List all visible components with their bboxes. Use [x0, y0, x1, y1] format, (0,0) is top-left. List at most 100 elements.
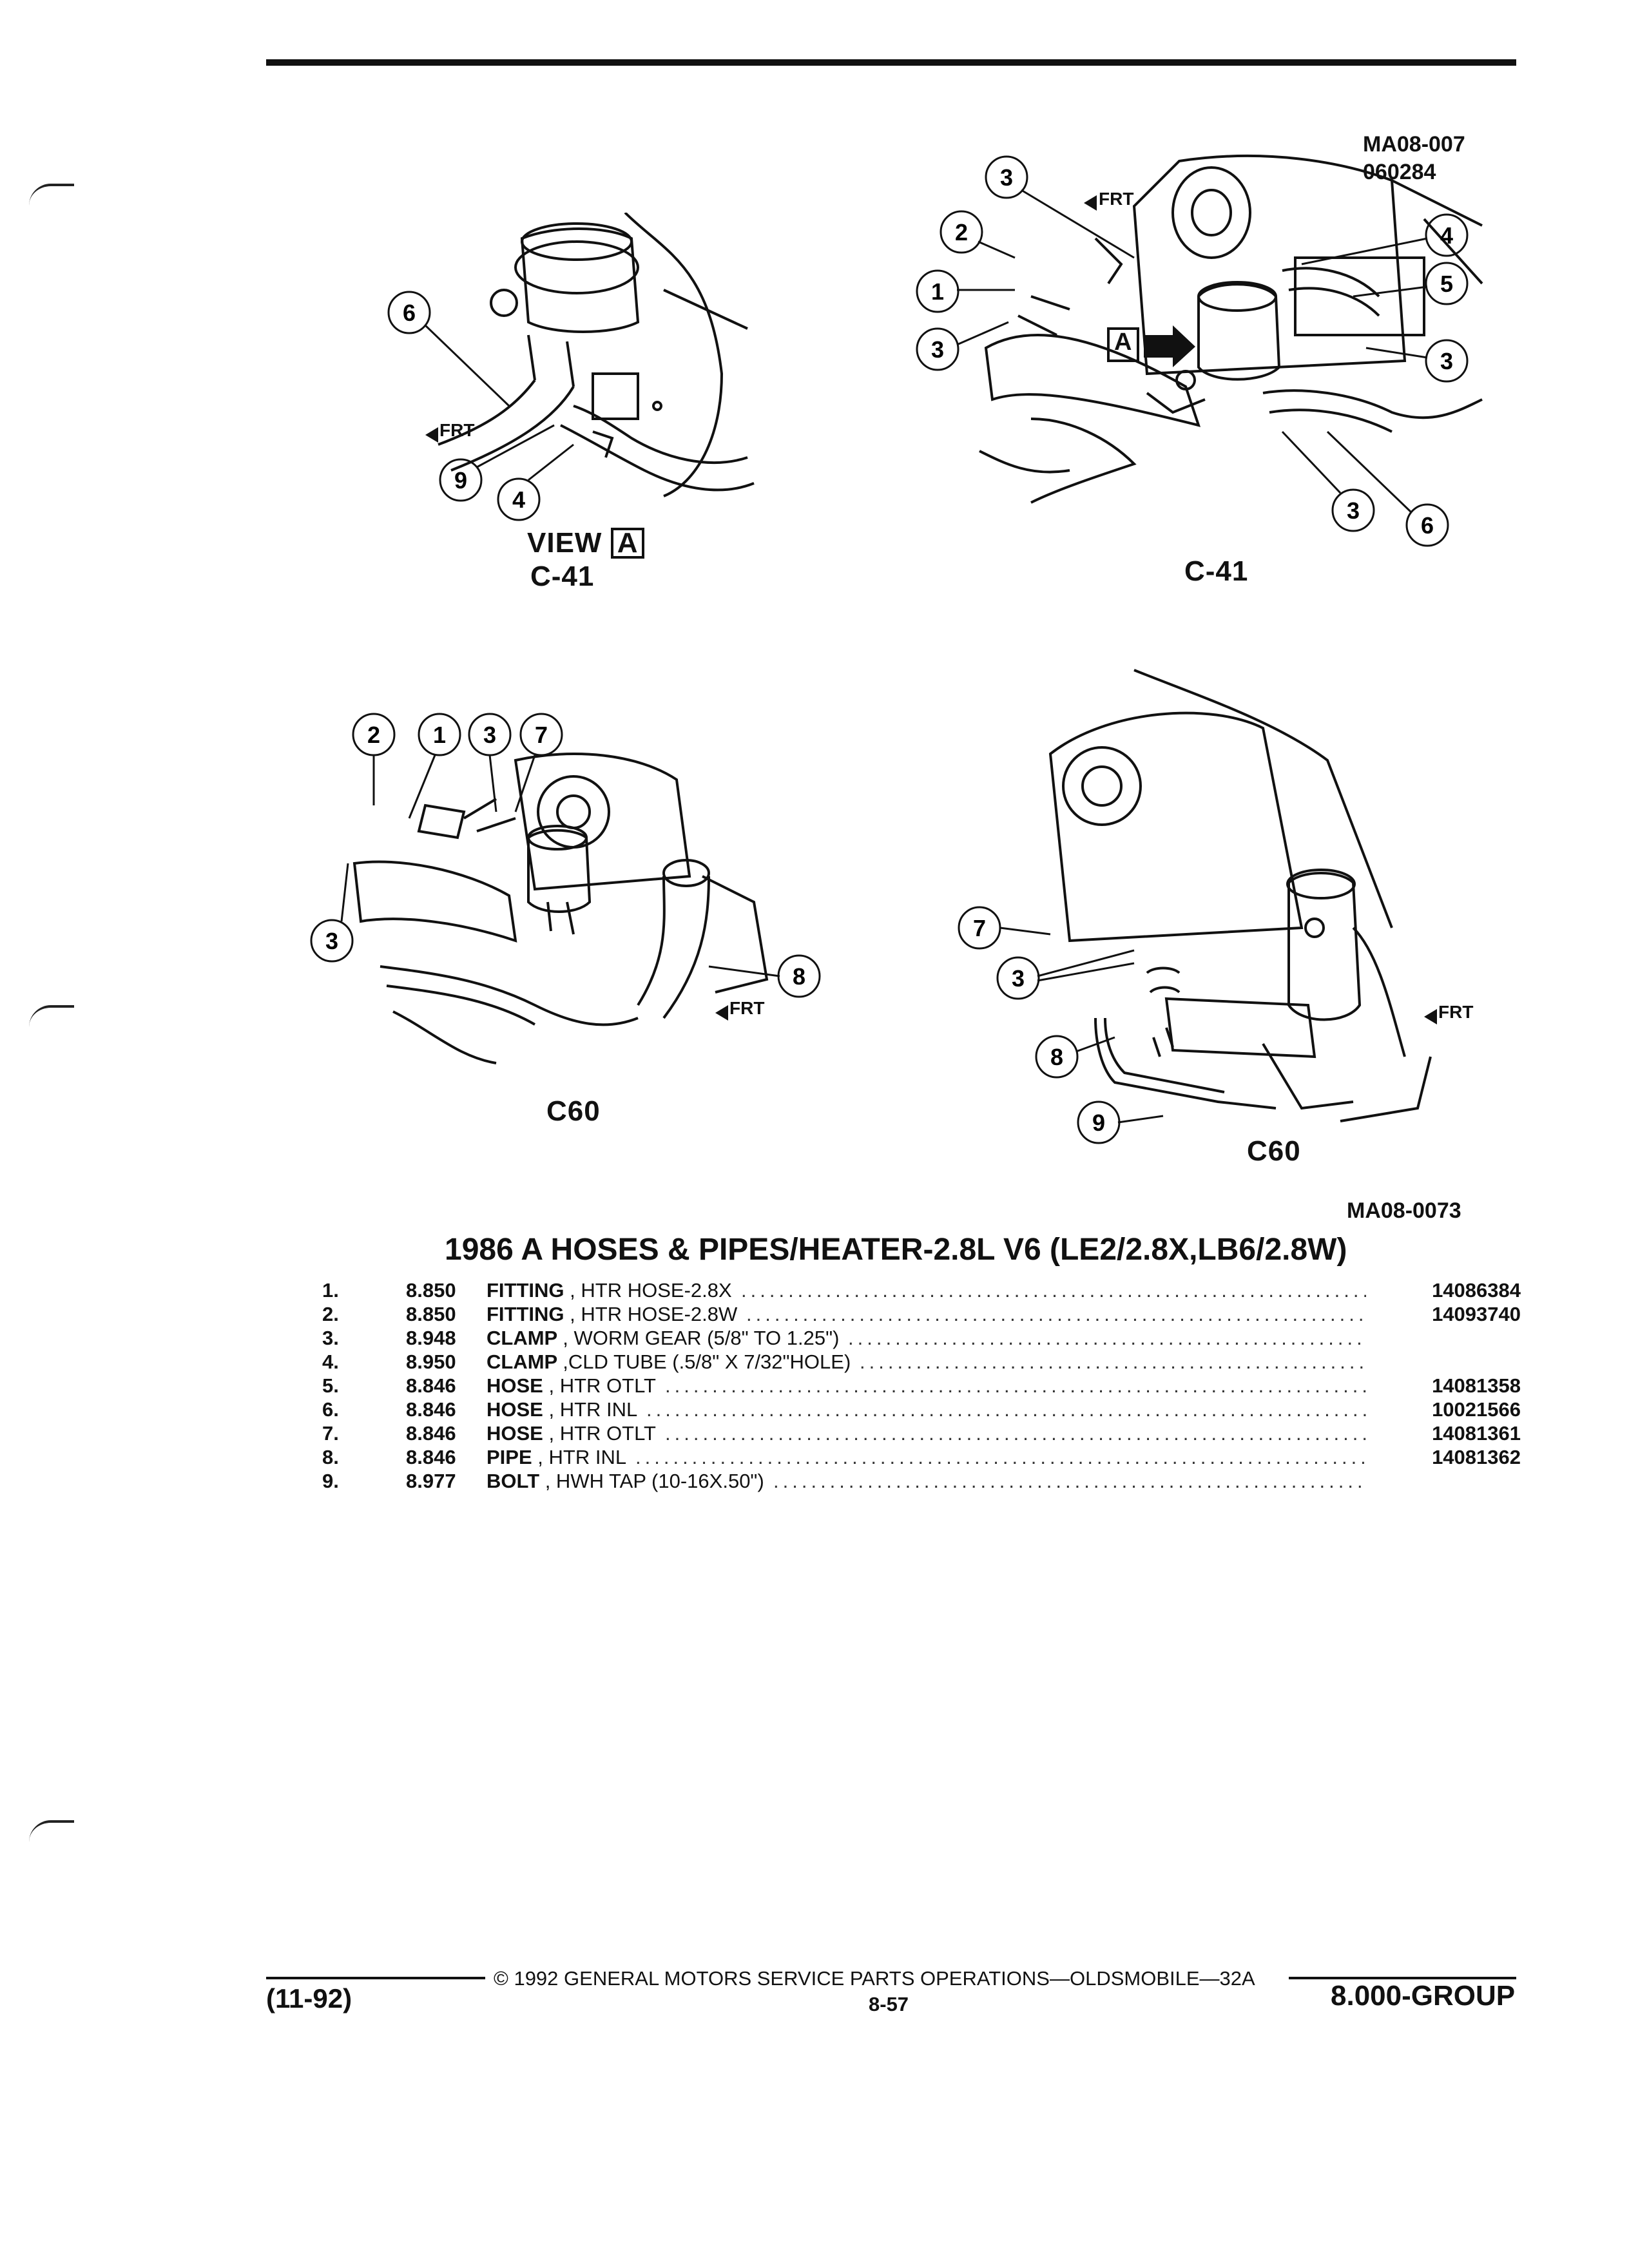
callout-9: 9	[454, 467, 467, 494]
top-right-illustration	[979, 154, 1483, 504]
part-description: , HTR OTLT	[548, 1422, 656, 1445]
top-right-callouts: 3 2 1 3 4 5 3 3 6	[916, 155, 1469, 547]
callout-6: 6	[1421, 512, 1434, 539]
frt-label: FRT	[1438, 1002, 1474, 1022]
leader-dots: ........................................…	[635, 1446, 1366, 1468]
top-rule	[266, 59, 1516, 66]
group-code: 8.846	[406, 1446, 456, 1468]
part-description: , HTR INL	[548, 1398, 638, 1421]
callout-3: 3	[1347, 497, 1360, 524]
callout-2: 2	[367, 722, 380, 748]
binder-mark	[29, 1820, 74, 1842]
part-description: ,CLD TUBE (.5/8" X 7/32"HOLE)	[563, 1350, 851, 1373]
group-code: 8.846	[406, 1422, 456, 1445]
parts-row: 6. 8.846 HOSE , HTR INL...................…	[322, 1398, 1521, 1422]
part-number: 14081358	[1432, 1374, 1521, 1397]
callout-3: 3	[931, 336, 944, 363]
group-code: 8.846	[406, 1374, 456, 1397]
part-name: FITTING , HTR HOSE-2.8X	[487, 1279, 732, 1302]
callout-1: 1	[931, 278, 944, 305]
bottom-right-illustration	[1048, 669, 1432, 1122]
item-number: 1.	[322, 1279, 339, 1302]
footer-group: 8.000-GROUP	[1331, 1980, 1516, 2012]
callout-4: 4	[1440, 222, 1453, 249]
frt-label: FRT	[439, 420, 475, 440]
group-code: 8.846	[406, 1398, 456, 1421]
view-arrow-icon	[1144, 325, 1195, 367]
item-number: 7.	[322, 1422, 339, 1445]
parts-row: 8. 8.846 PIPE , HTR INL...................…	[322, 1446, 1521, 1470]
leader-dots: ........................................…	[646, 1398, 1366, 1421]
item-number: 6.	[322, 1398, 339, 1421]
group-code: 8.950	[406, 1350, 456, 1373]
bottom-right-callouts: 7 3 8 9	[958, 906, 1437, 1144]
bottom-right-model: C60	[1247, 1135, 1301, 1167]
figure-date-top: 060284	[1363, 160, 1436, 184]
frt-arrow-icon	[715, 1005, 728, 1021]
item-number: 3.	[322, 1327, 339, 1349]
callout-3: 3	[1012, 965, 1025, 992]
view-tag-letter: A	[1114, 329, 1132, 356]
part-description: , HWH TAP (10-16X.50")	[545, 1470, 764, 1492]
callout-2: 2	[955, 219, 968, 245]
item-number: 4.	[322, 1350, 339, 1373]
parts-list: 1. 8.850 FITTING , HTR HOSE-2.8X..........…	[322, 1279, 1521, 1494]
frt-arrow-icon	[425, 427, 438, 443]
part-number: 10021566	[1432, 1398, 1521, 1421]
bottom-left-model: C60	[546, 1095, 601, 1127]
part-name: HOSE , HTR INL	[487, 1398, 637, 1421]
part-name-word: CLAMP	[487, 1327, 557, 1349]
part-number: 14086384	[1432, 1279, 1521, 1302]
item-number: 5.	[322, 1374, 339, 1397]
bottom-left-callouts: 2 1 3 7 3 8	[310, 713, 821, 1021]
part-number: 14081362	[1432, 1446, 1521, 1468]
leader-dots: ........................................…	[773, 1470, 1366, 1492]
part-name-word: FITTING	[487, 1279, 564, 1302]
part-number: 14081361	[1432, 1422, 1521, 1445]
part-name-word: FITTING	[487, 1303, 564, 1325]
item-number: 2.	[322, 1303, 339, 1325]
frt-label: FRT	[729, 998, 765, 1018]
part-name-word: BOLT	[487, 1470, 540, 1492]
part-number: 14093740	[1432, 1303, 1521, 1325]
view-a-illustration	[438, 213, 755, 497]
callout-3: 3	[1000, 164, 1013, 191]
footer-rule-left	[266, 1977, 485, 1979]
callout-8: 8	[1050, 1044, 1063, 1070]
group-code: 8.850	[406, 1303, 456, 1325]
view-a-model: C-41	[530, 561, 595, 592]
binder-mark	[29, 1005, 74, 1027]
part-description: , HTR HOSE-2.8X	[570, 1279, 732, 1302]
part-name: HOSE , HTR OTLT	[487, 1374, 656, 1398]
callout-7: 7	[535, 722, 548, 748]
diagram-bottom-right: 7 3 8 9 FRT	[941, 657, 1508, 1160]
footer-page-number: 8-57	[869, 1993, 909, 2015]
group-code: 8.977	[406, 1470, 456, 1492]
frt-arrow-icon	[1424, 1009, 1437, 1024]
callout-5: 5	[1440, 271, 1453, 297]
part-name-word: HOSE	[487, 1374, 543, 1397]
view-label: VIEW	[527, 527, 602, 559]
part-name: FITTING , HTR HOSE-2.8W	[487, 1303, 737, 1326]
item-number: 8.	[322, 1446, 339, 1468]
view-letter-box: A	[610, 528, 645, 559]
part-name-word: HOSE	[487, 1398, 543, 1421]
diagram-bottom-left: 2 1 3 7 3 8 FRT	[303, 709, 844, 1070]
leader-dots: ........................................…	[860, 1350, 1366, 1373]
callout-7: 7	[973, 915, 986, 941]
part-name-word: HOSE	[487, 1422, 543, 1445]
diagram-top-right: 3 2 1 3 4 5 3 3 6 FRT A	[902, 142, 1495, 554]
view-a-caption: VIEW A	[527, 527, 645, 559]
part-name-word: PIPE	[487, 1446, 532, 1468]
leader-dots: ........................................…	[741, 1279, 1366, 1302]
footer-date-code: (11-92)	[266, 1983, 352, 2013]
part-name: PIPE , HTR INL	[487, 1446, 626, 1469]
callout-3: 3	[325, 928, 338, 954]
callout-4: 4	[512, 486, 525, 513]
